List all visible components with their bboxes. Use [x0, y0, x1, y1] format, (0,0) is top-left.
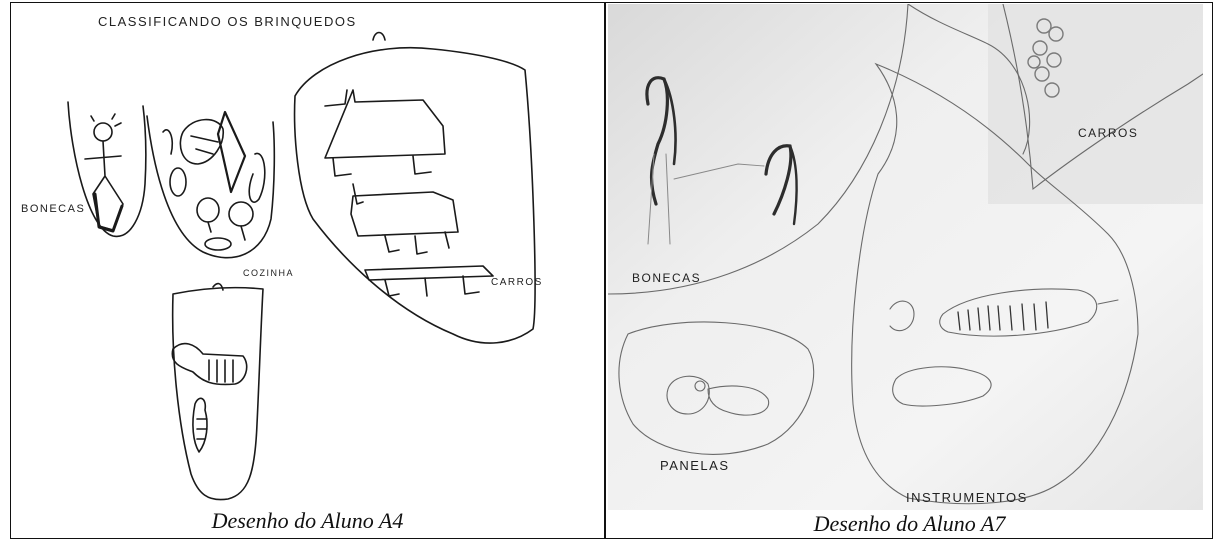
label-panelas-a7: PANELAS [660, 458, 730, 473]
cozinha-enclosure [147, 116, 274, 258]
drawing-aluno-a7: CARROS BONECAS PANELAS INSTRUMENTOS [608, 4, 1203, 510]
stick-figure-head [94, 123, 112, 141]
label-carros-a4: CARROS [491, 277, 543, 288]
bottom-enclosure [173, 288, 263, 500]
caption-aluno-a7: Desenho do Aluno A7 [606, 511, 1213, 537]
carros-enclosure [295, 48, 535, 343]
label-bonecas-a7: BONECAS [632, 271, 701, 285]
label-cozinha-a4: COZINHA [243, 268, 294, 278]
label-instrumentos-a7: INSTRUMENTOS [906, 490, 1028, 505]
bonecas-enclosure [68, 102, 146, 236]
column-divider [604, 2, 606, 539]
caption-aluno-a4: Desenho do Aluno A4 [10, 508, 605, 534]
drawing-aluno-a4: CLASSIFICANDO OS BRINQUEDOS BONECAS COZI… [13, 4, 601, 506]
label-carros-a7: CARROS [1078, 126, 1138, 140]
drawing-a4-sketch: CLASSIFICANDO OS BRINQUEDOS BONECAS COZI… [13, 4, 601, 506]
left-title: CLASSIFICANDO OS BRINQUEDOS [98, 14, 357, 29]
label-bonecas-a4: BONECAS [21, 203, 85, 215]
drawing-a7-sketch: CARROS BONECAS PANELAS INSTRUMENTOS [608, 4, 1203, 510]
